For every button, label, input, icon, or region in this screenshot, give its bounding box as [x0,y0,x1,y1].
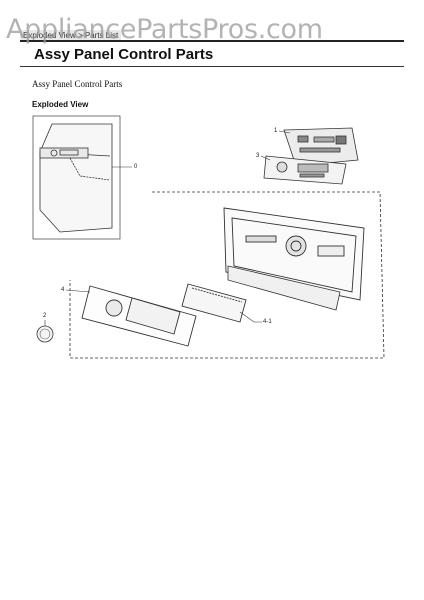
breadcrumb[interactable]: Exploded View > Parts List [20,30,122,41]
callout-0: 0 [134,164,138,170]
trim-strip [227,265,341,311]
leader-line-1 [278,130,291,134]
inset-washer-figure [32,115,121,240]
callout-2: 2 [43,313,47,319]
title-rule-top [20,40,404,42]
callout-1: 1 [274,128,278,134]
part-2-knob [36,325,54,343]
assembly-dashed-box [69,191,385,359]
watermark-logo: AppliancePartsPros.com [6,14,323,45]
page-title: Assy Panel Control Parts [34,46,214,63]
leader-line-4-1 [239,311,262,323]
callout-4-1: 4-1 [263,319,272,325]
callout-3: 3 [256,153,260,159]
part-1-pcb [283,127,359,167]
title-rule-bottom [20,66,404,67]
callout-4: 4 [61,287,65,293]
part-4-1-insert [181,283,247,323]
part-3-display-board [263,155,347,185]
exploded-view-label: Exploded View [32,100,89,109]
part-4-front-panel [81,285,197,347]
section-title: Assy Panel Control Parts [32,79,123,89]
leader-line-3 [260,155,271,161]
leader-line-4 [65,289,91,293]
